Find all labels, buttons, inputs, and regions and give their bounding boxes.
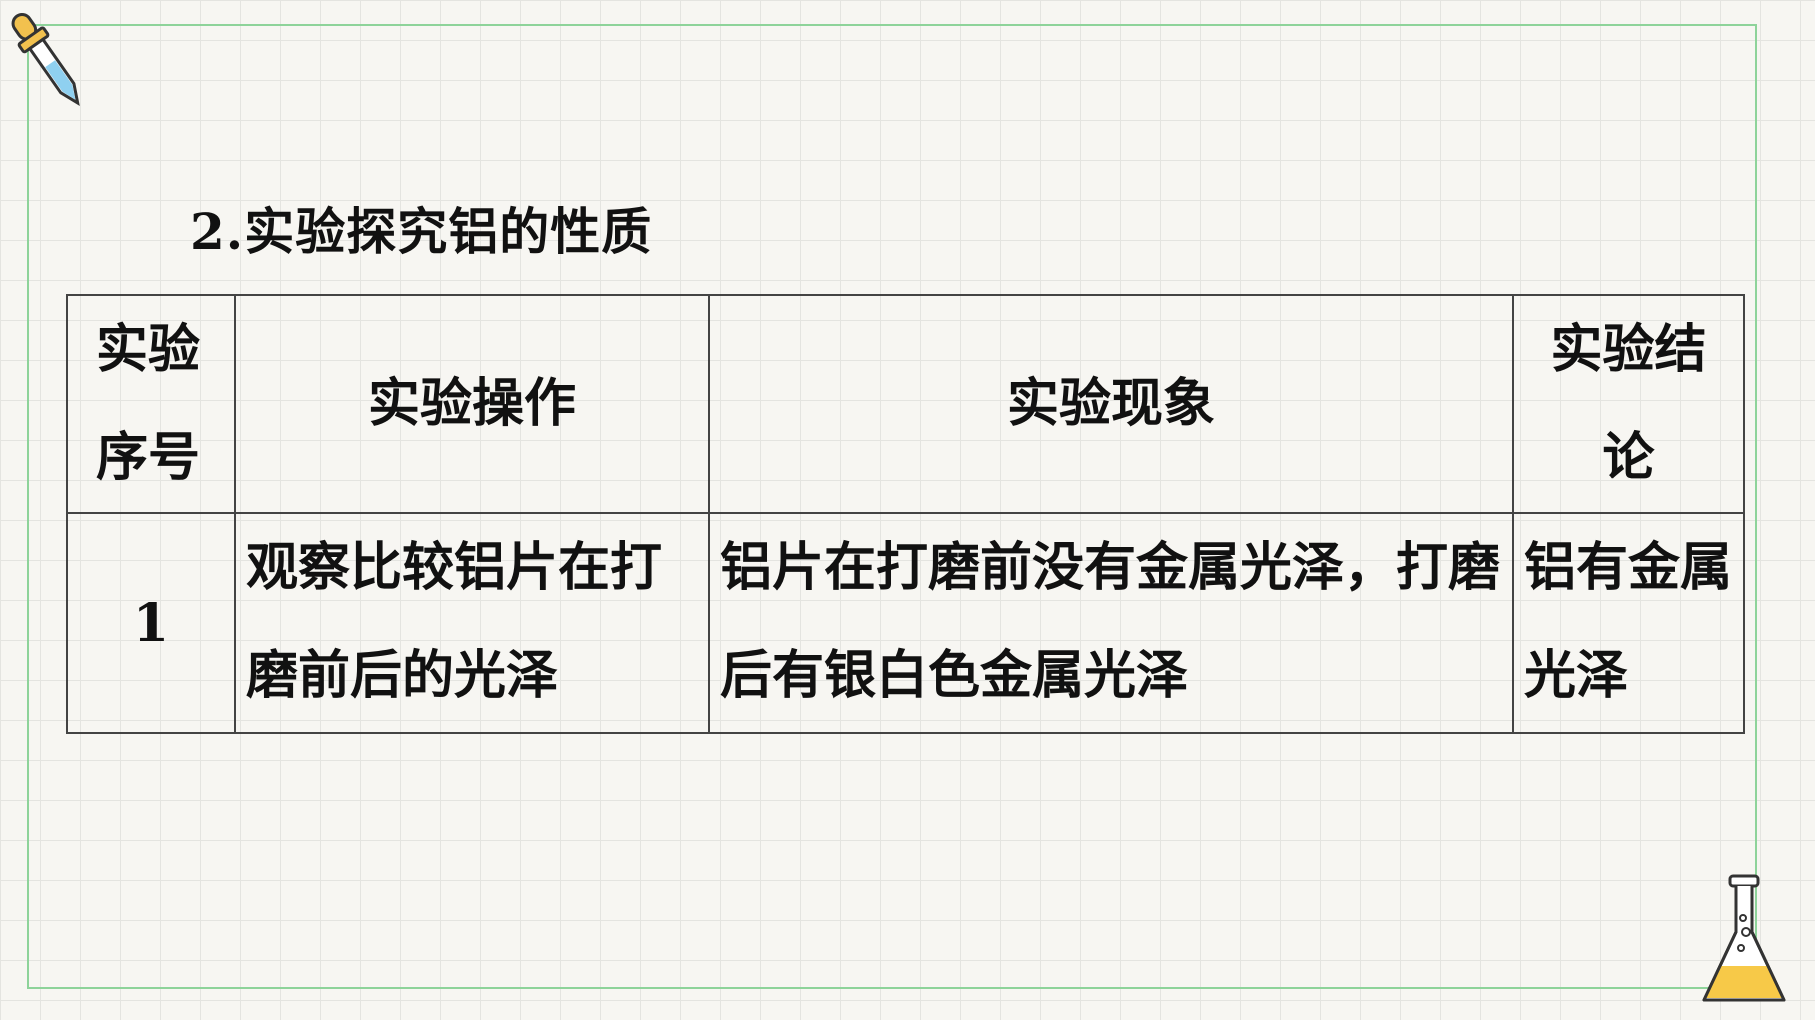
cell-seq: 1 [66, 512, 236, 734]
header-seq: 实验序号 [66, 294, 236, 514]
header-operation: 实验操作 [234, 294, 710, 514]
cell-operation: 观察比较铝片在打磨前后的光泽 [234, 512, 710, 734]
page-title: 2.实验探究铝的性质 [190, 202, 653, 261]
header-conclusion: 实验结论 [1512, 294, 1745, 514]
experiment-table: 实验序号 实验操作 实验现象 实验结论 1 观察比较铝片在打磨前后的光泽 铝片在… [66, 294, 1745, 734]
cell-phenomenon: 铝片在打磨前没有金属光泽，打磨后有银白色金属光泽 [708, 512, 1514, 734]
slide-frame [27, 24, 1757, 989]
cell-conclusion: 铝有金属光泽 [1512, 512, 1745, 734]
dropper-icon [11, 12, 80, 106]
flask-icon [1702, 874, 1786, 1002]
header-phenomenon: 实验现象 [708, 294, 1514, 514]
table-row: 1 观察比较铝片在打磨前后的光泽 铝片在打磨前没有金属光泽，打磨后有银白色金属光… [66, 512, 1745, 734]
table-header-row: 实验序号 实验操作 实验现象 实验结论 [66, 294, 1745, 514]
